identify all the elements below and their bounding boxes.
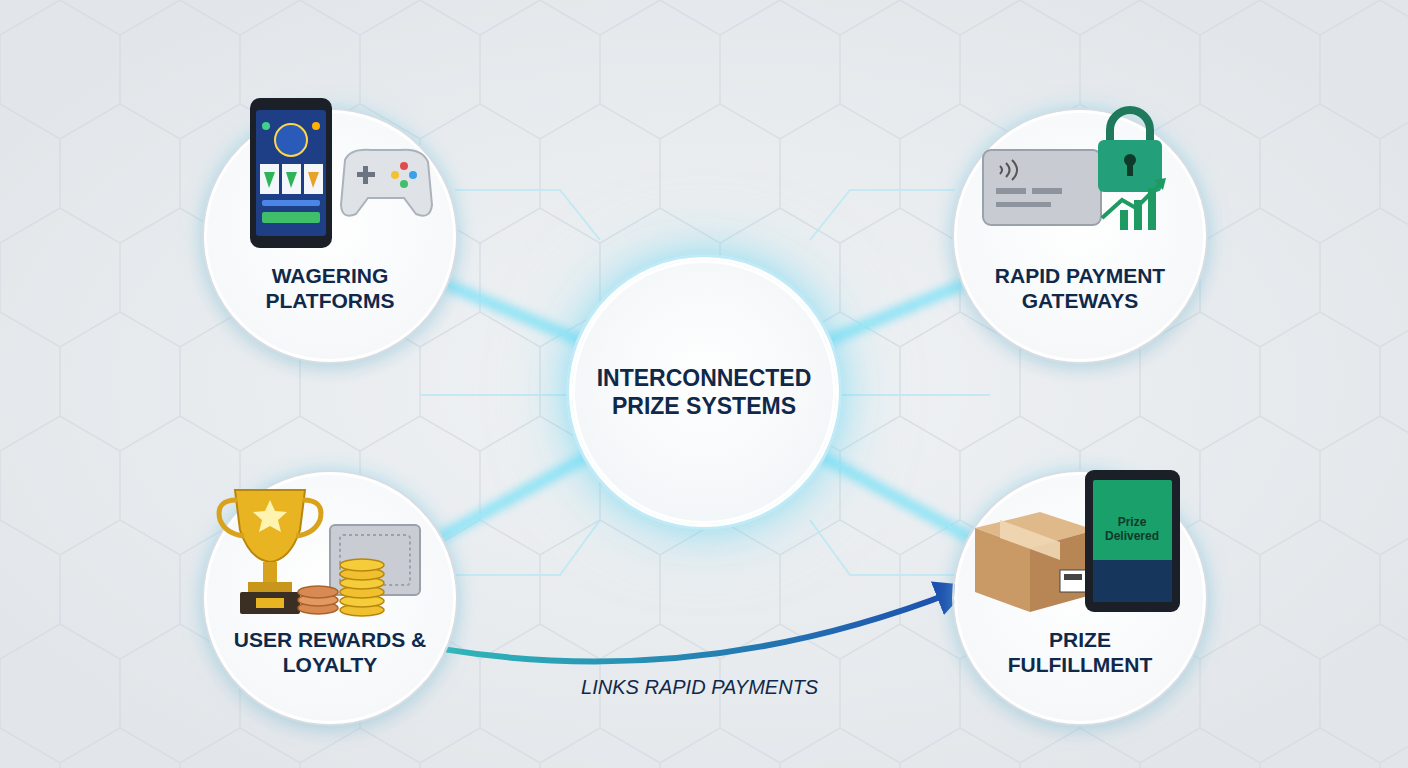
glow-connector <box>446 285 582 342</box>
payment-icon <box>983 110 1166 230</box>
circuit-lines <box>420 190 990 575</box>
connector-glow <box>820 455 970 537</box>
category-circle: USER REWARDS & LOYALTY <box>204 472 456 724</box>
edge-label: LINKS RAPID PAYMENTS <box>581 676 818 699</box>
hub-circle: INTERCONNECTED PRIZE SYSTEMS <box>572 260 836 524</box>
gamepad-icon <box>341 150 432 216</box>
glow-connector <box>826 284 964 341</box>
connector-glow <box>826 284 964 341</box>
category-circle: WAGERING PLATFORMS <box>204 110 456 362</box>
screen-text: Prize Delivered <box>1097 515 1167 543</box>
connector-glow <box>446 285 582 342</box>
rewards-icon <box>219 490 420 616</box>
flow-arrow <box>445 592 954 662</box>
phone-icon <box>250 98 332 248</box>
category-label: USER REWARDS & LOYALTY <box>227 627 434 677</box>
category-label: RAPID PAYMENT GATEWAYS <box>977 263 1184 313</box>
category-label: PRIZE FULFILLMENT <box>977 627 1184 677</box>
category-circle: PRIZE FULFILLMENT <box>954 472 1206 724</box>
category-circle: RAPID PAYMENT GATEWAYS <box>954 110 1206 362</box>
glow-connector <box>820 455 970 537</box>
hub-title: INTERCONNECTED PRIZE SYSTEMS <box>596 364 813 420</box>
connector-glow <box>440 456 588 538</box>
glow-connector <box>440 456 588 538</box>
fulfillment-icon <box>975 470 1180 612</box>
category-label: WAGERING PLATFORMS <box>227 263 434 313</box>
